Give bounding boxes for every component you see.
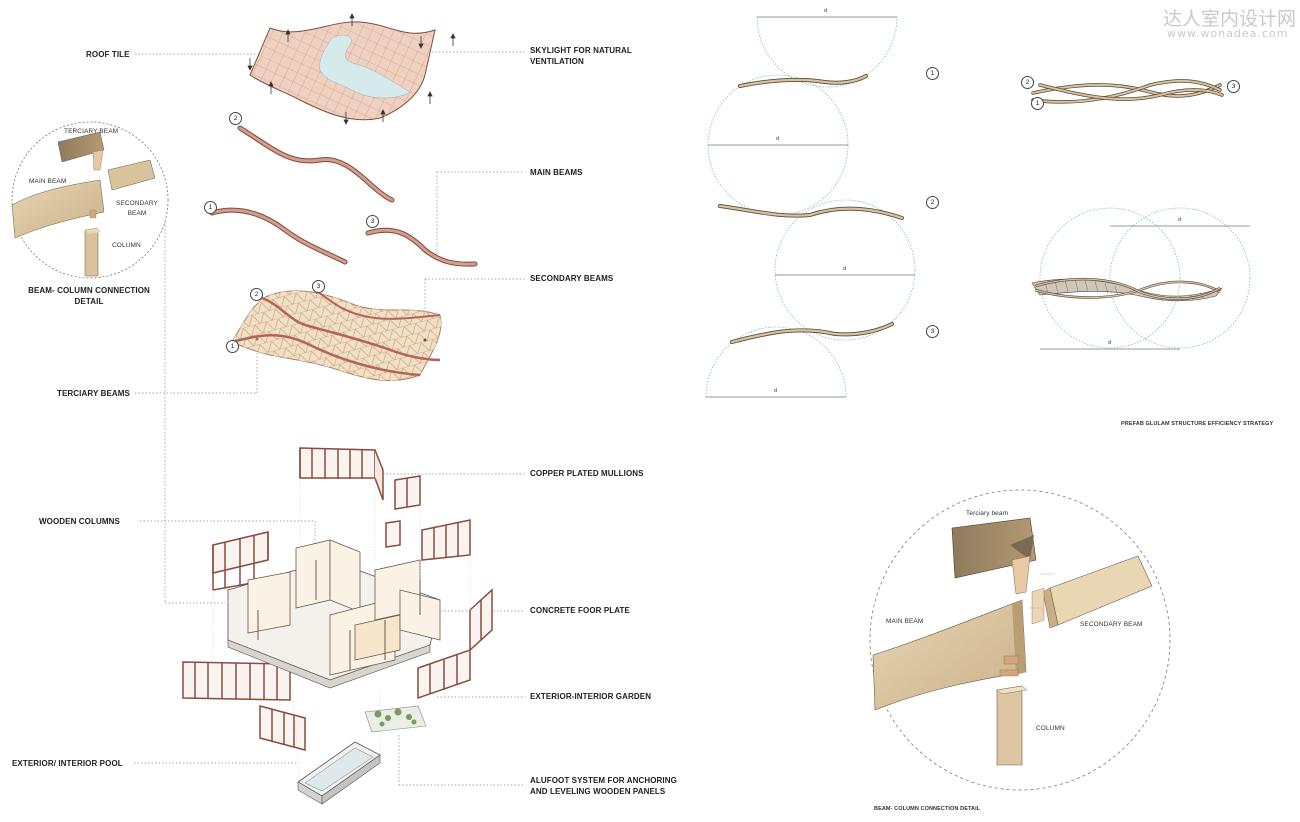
dimension-d-4: d [774,388,778,394]
label-wooden-columns: WOODEN COLUMNS [39,517,120,526]
pool [297,741,381,805]
watermark-url: www.wonadea.com [1167,27,1289,40]
small-detail-caption: BEAM- COLUMN CONNECTION DETAIL [28,286,150,306]
beam-number-3: 3 [366,215,379,228]
strategy-number-2: 2 [926,196,939,209]
dimension-d-2: d [776,136,780,142]
label-terciary-beams: TERCIARY BEAMS [57,389,130,398]
label-alufoot: ALUFOOT SYSTEM FOR ANCHORING AND LEVELIN… [530,776,677,796]
strategy-number-1: 1 [926,67,939,80]
small-connection-detail [11,121,169,279]
large-label-secondary-beam: SECONDARY BEAM [1080,621,1143,628]
braid-number-1: 1 [1031,97,1044,110]
roof-tile [247,13,456,125]
garden [364,705,427,733]
label-concrete-plate: CONCRETE FOOR PLATE [530,606,630,615]
label-copper-mullions: COPPER PLATED MULLIONS [530,469,644,478]
strategy-dimension-lines [706,16,1250,398]
label-skylight: SKYLIGHT FOR NATURAL VENTILATION [530,46,632,66]
braid-number-2: 2 [1021,76,1034,89]
strategy-number-3: 3 [926,325,939,338]
large-label-terciary-beam: Terciary beam [966,510,1009,517]
braid-number-3: 3 [1227,80,1240,93]
label-main-beams: MAIN BEAMS [530,168,583,177]
strategy-caption: PREFAB GLULAM STRUCTURE EFFICIENCY STRAT… [1121,421,1274,427]
grid-number-3: 3 [312,280,325,293]
dimension-d-5: d [1178,217,1182,223]
small-label-terciary-beam: TERCIARY BEAM [64,128,119,135]
secondary-beams-grid [231,290,442,381]
leader-lines [134,51,525,786]
dimension-d-3: d [843,266,847,272]
large-detail-caption: BEAM- COLUMN CONNECTION DETAIL [874,806,981,812]
beam-number-1: 1 [204,201,217,214]
grid-number-2: 2 [250,288,263,301]
label-roof-tile: ROOF TILE [86,50,130,59]
small-label-main-beam: MAIN BEAM [29,178,67,185]
watermark-title: 达人室内设计网 [1163,8,1297,30]
label-garden: EXTERIOR-INTERIOR GARDEN [530,692,652,701]
large-label-column: COLUMN [1036,725,1065,732]
main-beams [209,125,478,267]
dimension-d-6: d [1108,340,1112,346]
small-label-secondary-beam: SECONDARY BEAM [116,200,158,217]
dimension-d-1: d [824,8,828,14]
strategy-ribbon [1031,277,1223,303]
beam-number-2: 2 [229,112,242,125]
strategy-beams [718,74,1224,344]
large-connection-detail [869,489,1171,791]
label-secondary-beams: SECONDARY BEAMS [530,274,614,283]
wall-panels [182,447,493,751]
label-pool: EXTERIOR/ INTERIOR POOL [12,759,123,768]
grid-number-1: 1 [226,340,239,353]
strategy-circles [705,16,1251,398]
small-label-column: COLUMN [112,242,141,249]
large-label-main-beam: MAIN BEAM [886,618,924,625]
concrete-floor-plate [212,478,471,781]
